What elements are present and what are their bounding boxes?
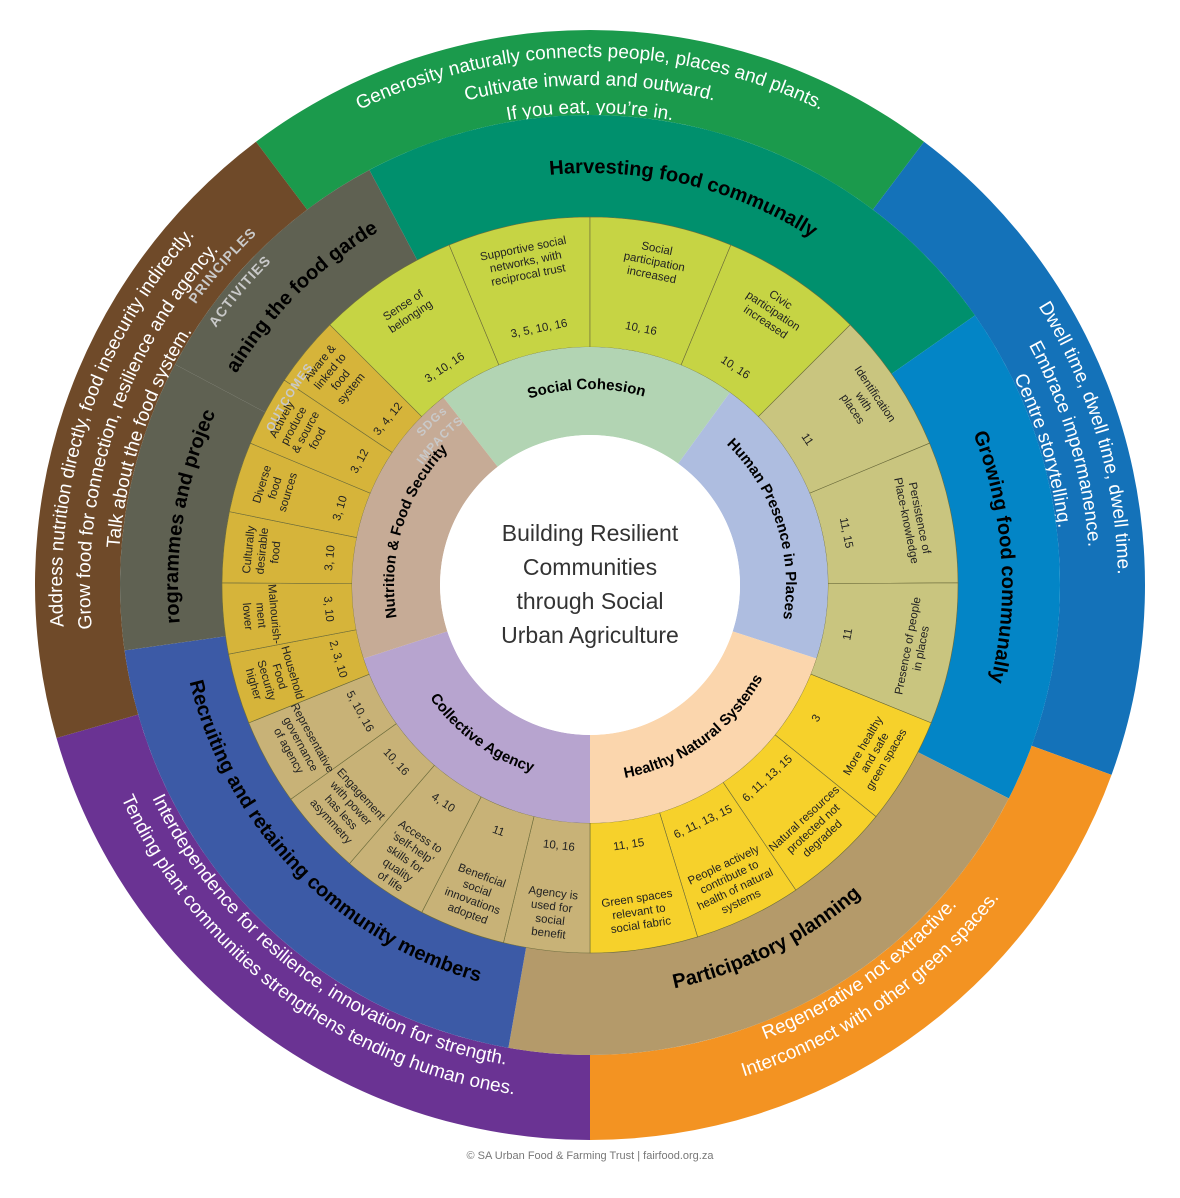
svg-text:11, 15: 11, 15 bbox=[613, 837, 646, 853]
svg-text:benefit: benefit bbox=[531, 926, 568, 942]
activity-segment-harvesting bbox=[369, 114, 976, 374]
center-title-line: Communities bbox=[523, 554, 657, 580]
outcome-sdgs: 3, 10 bbox=[321, 596, 335, 623]
svg-text:Malnourish-: Malnourish- bbox=[265, 584, 282, 645]
center-title-line: Urban Agriculture bbox=[501, 622, 679, 648]
center-title-line: through Social bbox=[516, 588, 663, 614]
activity-segment-growing bbox=[891, 315, 1060, 799]
resilience-wheel-diagram: Generosity naturally connects people, pl… bbox=[0, 0, 1145, 1140]
svg-text:ment: ment bbox=[253, 602, 267, 629]
svg-text:11: 11 bbox=[798, 431, 815, 448]
center-title-line: Building Resilient bbox=[502, 520, 679, 546]
outcome-sdgs: 11 bbox=[841, 627, 855, 641]
impact-segment-human-presence bbox=[678, 392, 828, 659]
activity-segment-maintaining bbox=[175, 170, 418, 413]
svg-text:Culturally: Culturally bbox=[241, 525, 258, 574]
principle-segment-blue bbox=[872, 141, 1145, 775]
svg-text:food: food bbox=[269, 541, 283, 565]
principle-segment-green bbox=[255, 29, 925, 210]
principle-segment-orange bbox=[590, 745, 1112, 1140]
principle-segment-brown bbox=[35, 141, 308, 738]
outcome-sdgs: 11, 15 bbox=[613, 837, 646, 853]
outcome-sdgs: 11 bbox=[491, 824, 506, 839]
impact-segment-collective-agency bbox=[363, 631, 590, 823]
svg-text:3: 3 bbox=[810, 713, 824, 725]
svg-text:Social: Social bbox=[640, 240, 673, 258]
svg-text:11: 11 bbox=[841, 627, 855, 641]
center-circle bbox=[440, 435, 740, 735]
principle-segment-purple bbox=[56, 714, 591, 1140]
svg-text:3, 10: 3, 10 bbox=[321, 596, 335, 623]
svg-text:used for: used for bbox=[530, 899, 573, 916]
impact-segment-social-cohesion bbox=[443, 347, 730, 467]
svg-text:lower: lower bbox=[240, 602, 254, 631]
svg-text:11: 11 bbox=[491, 824, 506, 839]
outcome-sdgs: 3, 10 bbox=[323, 545, 338, 572]
svg-text:social: social bbox=[535, 913, 566, 928]
svg-text:3, 10: 3, 10 bbox=[323, 545, 338, 572]
copyright-footer: © SA Urban Food & Farming Trust | fairfo… bbox=[466, 1150, 714, 1162]
impact-segment-nutrition bbox=[352, 397, 498, 659]
outcome-sdgs: 3 bbox=[810, 713, 824, 725]
activity-segment-planning bbox=[508, 752, 1009, 1055]
svg-text:desirable: desirable bbox=[254, 527, 271, 575]
activity-segment-recruiting bbox=[124, 636, 527, 1048]
outcome-sdgs: 10, 16 bbox=[542, 838, 575, 854]
activity-segment-programmes bbox=[120, 364, 266, 651]
impact-segment-healthy-natural bbox=[590, 631, 817, 823]
outcome-sdgs: 11 bbox=[798, 431, 815, 448]
svg-text:10, 16: 10, 16 bbox=[542, 838, 575, 854]
svg-text:Agency is: Agency is bbox=[528, 885, 579, 903]
